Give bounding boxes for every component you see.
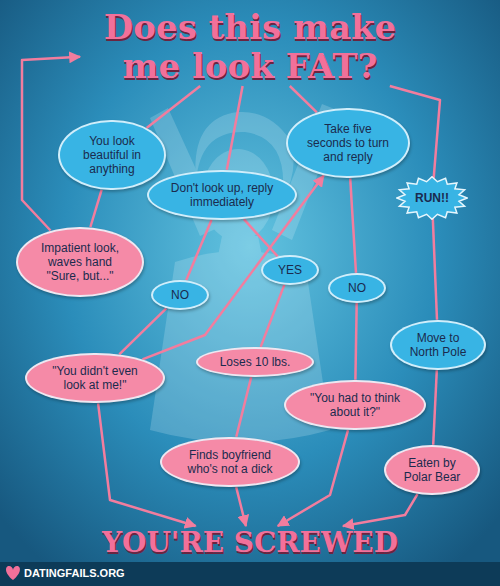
flow-connector [227,86,243,170]
option-oval: NO [151,280,210,310]
node-text: Impatient look, waves hand "Sure, but...… [36,241,124,283]
flow-connector [147,86,201,128]
node-text: Take five seconds to turn and reply [306,122,390,164]
watermark: DATINGFAILS.ORG [24,567,125,580]
reaction-oval: Eaten by Polar Bear [384,445,480,496]
flow-connector [343,494,418,526]
footer-band [0,562,500,586]
heart-logo [6,566,20,580]
flow-connector [350,178,356,273]
option-oval: Don't look up, reply immediately [147,170,297,221]
starburst-outline [397,177,468,220]
node-text: YOU'RE SCREWED [102,526,398,559]
flow-connector [244,219,278,256]
option-oval: Take five seconds to turn and reply [286,108,409,179]
outcome-banner: YOU'RE SCREWED [100,526,400,559]
node-text: YES [272,263,308,277]
reaction-oval: Loses 10 lbs. [196,347,314,377]
flow-connector [355,303,356,380]
node-text: Don't look up, reply immediately [170,181,274,209]
flow-connector [186,220,211,280]
option-oval: Move to North Pole [390,320,486,371]
reaction-oval: "You had to think about it?" [284,380,426,431]
flow-connector [236,377,251,437]
node-text: Eaten by Polar Bear [400,456,464,484]
option-oval: You look beautiful in anything [58,120,165,191]
reaction-oval: "You didn't even look at me!" [25,353,165,404]
node-text: NO [339,281,375,295]
node-text: Finds boyfriend who's not a dick [182,448,278,476]
option-oval: NO [328,273,387,303]
question-heading: Does this make me look FAT? [80,8,420,86]
node-text: Move to North Pole [406,331,470,359]
flow-connector [433,370,437,444]
node-text: You look beautiful in anything [76,134,148,176]
starburst-box: RUN!! [396,176,468,220]
reaction-oval: Finds boyfriend who's not a dick [160,437,300,488]
flow-connector [290,86,317,112]
node-text: Loses 10 lbs. [215,355,295,369]
flow-connector [433,218,437,320]
reaction-oval: Impatient look, waves hand "Sure, but...… [16,227,145,298]
flow-connector [278,430,348,526]
flow-connector [119,308,166,354]
flow-connector [90,190,101,227]
node-text: "You didn't even look at me!" [47,364,143,392]
node-text: RUN!! [415,191,449,205]
option-oval: YES [261,255,320,285]
node-text: Does this make me look FAT? [80,8,420,86]
node-text: "You had to think about it?" [306,391,404,419]
flow-connector [261,285,285,347]
flow-connector [236,487,246,526]
node-text: NO [162,288,198,302]
